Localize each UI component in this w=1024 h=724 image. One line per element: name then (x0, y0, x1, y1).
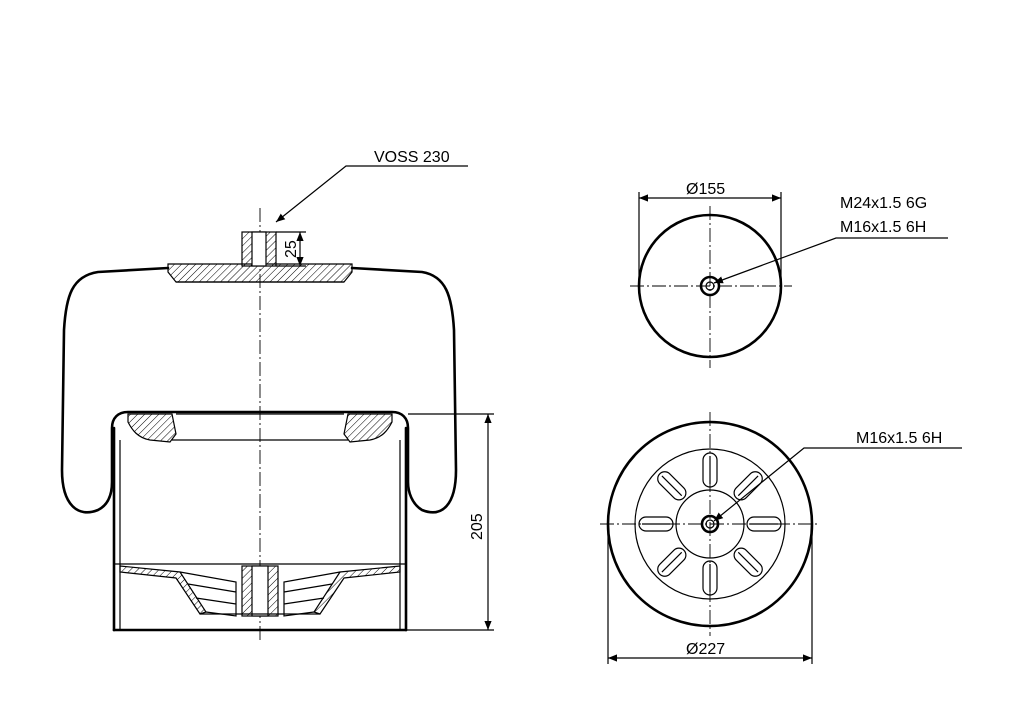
top-thread-leader (713, 237, 948, 284)
piston-slot (733, 547, 763, 577)
voss-label: VOSS 230 (374, 149, 450, 166)
piston-slot-axis (737, 551, 759, 573)
piston-slot (657, 471, 687, 501)
piston-slot (746, 516, 782, 532)
piston-slot (733, 471, 763, 501)
voss-leader (275, 165, 468, 223)
piston-outer-circle (606, 420, 814, 628)
stud-height-label: 25 (283, 240, 300, 258)
piston-hub-circle (675, 489, 745, 559)
piston-slot-axis (661, 475, 683, 497)
stud-bore (251, 231, 267, 267)
top-thread-outer-label: M24x1.5 6G (840, 195, 927, 212)
piston-slot (657, 547, 687, 577)
bottom-view: M16x1.5 6H Ø227 (600, 412, 962, 664)
bottom-thread-outer-circle (700, 514, 720, 534)
bottom-thread-label: M16x1.5 6H (856, 430, 942, 447)
piston-bead-right (343, 413, 393, 443)
bottom-thread-leader (713, 447, 962, 522)
piston-slots (638, 452, 782, 596)
top-thread-inner-label: M16x1.5 6H (840, 219, 926, 236)
piston-slot-axis (737, 475, 759, 497)
piston-slot (702, 560, 718, 596)
piston-bead-left (127, 413, 177, 443)
piston-slot (702, 452, 718, 488)
piston-diameter-label: Ø227 (686, 641, 725, 658)
bottom-insert-bore (251, 565, 269, 617)
piston-slot-axis (661, 551, 683, 573)
top-thread-inner-circle (705, 281, 715, 291)
piston-inner-circle (634, 448, 786, 600)
bottom-thread-inner-circle (705, 519, 715, 529)
side-section-view: VOSS 230 25 205 (60, 149, 494, 640)
height-label: 205 (469, 513, 486, 540)
piston-slot (638, 516, 674, 532)
piston-base-right (313, 565, 401, 615)
bellows-outline (60, 266, 458, 514)
top-plate (167, 263, 353, 283)
piston-base-left (119, 565, 207, 615)
top-plate-circle (637, 213, 783, 359)
top-thread-outer-circle (699, 275, 721, 297)
top-plate-diameter-label: Ø155 (686, 181, 725, 198)
top-view: Ø155 M24x1.5 6G M16x1.5 6H (630, 181, 948, 368)
